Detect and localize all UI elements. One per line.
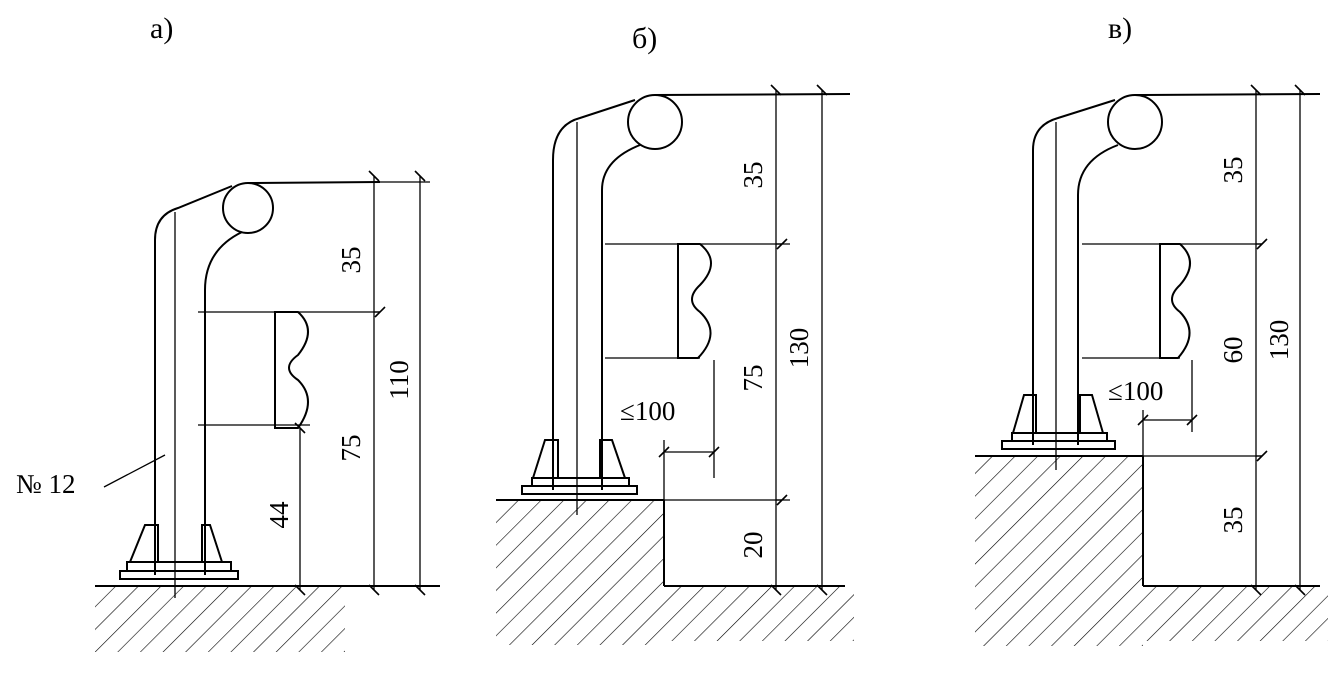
post-number-label: № 12 xyxy=(16,469,76,499)
dim-b-offset: ≤100 xyxy=(620,396,675,426)
dim-b-curb: 20 xyxy=(738,532,768,559)
panel-b-rail xyxy=(605,243,790,359)
panel-b-post xyxy=(521,93,851,515)
panel-a: а) xyxy=(16,12,440,652)
panel-a-label: а) xyxy=(150,12,173,45)
dim-b-total: 130 xyxy=(784,328,814,369)
post-number-callout: № 12 xyxy=(16,454,166,499)
panel-b-label: б) xyxy=(632,22,657,55)
dim-c-total: 130 xyxy=(1264,320,1294,361)
dim-a-total: 110 xyxy=(384,360,414,400)
panel-b-dimensions xyxy=(658,84,828,596)
dim-c-offset: ≤100 xyxy=(1108,376,1163,406)
panel-c: в) xyxy=(975,12,1328,646)
panel-a-dimensions xyxy=(294,170,430,596)
panel-c-label: в) xyxy=(1108,12,1132,45)
panel-a-rail xyxy=(198,311,380,429)
dim-a-top: 35 xyxy=(336,247,366,274)
dim-b-rail: 75 xyxy=(738,365,768,392)
panel-b: б) xyxy=(496,22,854,645)
dim-a-lower: 44 xyxy=(264,501,294,529)
panel-a-ground xyxy=(95,585,440,652)
dim-a-rail: 75 xyxy=(336,435,366,462)
panel-b-ground xyxy=(496,499,854,645)
panel-c-ground xyxy=(975,455,1328,646)
dim-b-top: 35 xyxy=(738,162,768,189)
dim-c-top: 35 xyxy=(1218,157,1248,184)
panel-c-dimensions xyxy=(1137,84,1306,596)
panel-a-post xyxy=(119,181,381,598)
dim-c-curb: 35 xyxy=(1218,507,1248,534)
panel-c-post xyxy=(1001,93,1321,470)
dim-c-rail: 60 xyxy=(1218,337,1248,364)
panel-c-rail xyxy=(1082,243,1262,359)
